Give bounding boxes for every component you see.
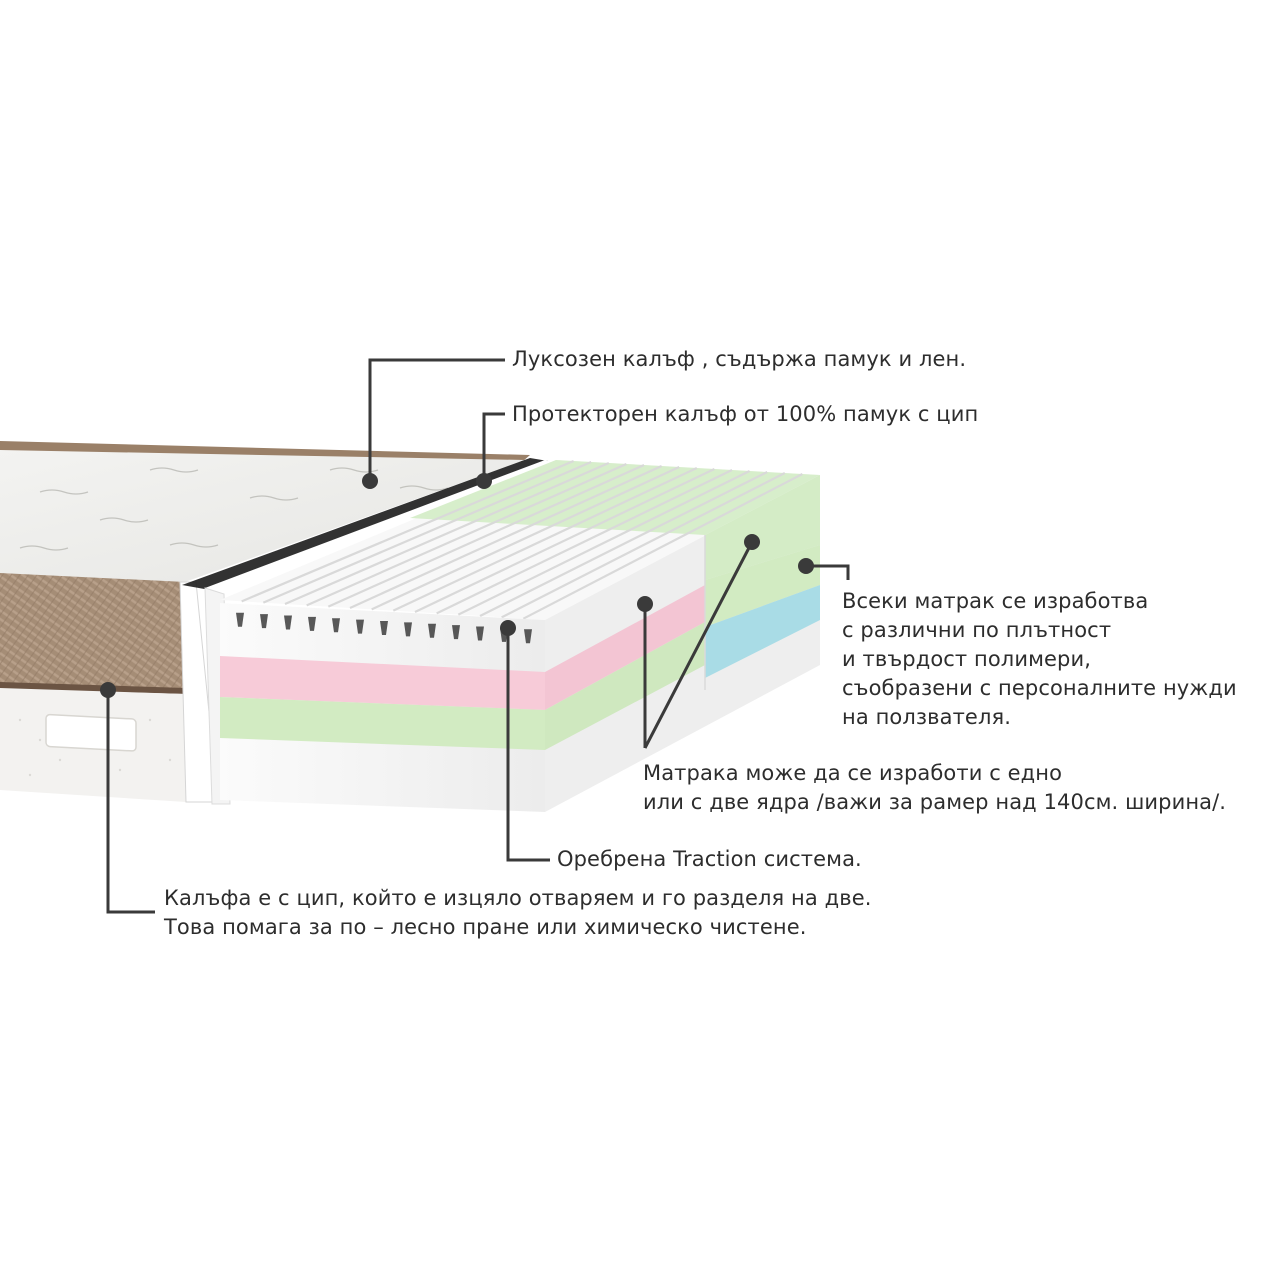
- callout-zipper-line1: Калъфа е с цип, който е изцяло отваряем …: [164, 886, 872, 910]
- foam-rib: [284, 461, 610, 606]
- callout-cores-line1: Матрака може да се изработи с едно: [643, 761, 1063, 785]
- leader-zipper: [106, 690, 155, 914]
- foam-rib: [501, 472, 786, 619]
- traction-notch: [260, 614, 268, 629]
- traction-notch: [284, 615, 292, 630]
- dot-cores-a: [637, 596, 653, 612]
- traction-notch: [380, 621, 388, 635]
- foam-rib: [327, 463, 645, 608]
- leader-polymers: [806, 564, 850, 580]
- traction-notch: [476, 626, 484, 641]
- foam-rib: [414, 468, 715, 613]
- callout-polymers-line5: на ползвателя.: [842, 705, 1011, 729]
- traction-notch: [452, 625, 460, 640]
- outer-cover: [0, 441, 560, 805]
- foam-rib: [306, 462, 627, 607]
- dot-traction: [500, 620, 516, 636]
- dot-cores-b: [744, 534, 760, 550]
- callout-protector-cover: Протекторен калъф от 100% памук с цип: [512, 402, 979, 426]
- foam-rib: [436, 469, 733, 615]
- dot-zipper: [100, 682, 116, 698]
- leader-dots: [100, 473, 814, 698]
- traction-notch: [308, 616, 316, 631]
- callout-zipper-line2: Това помага за по – лесно пране или хими…: [164, 915, 807, 939]
- traction-notch: [404, 622, 412, 637]
- callout-polymers-line1: Всеки матрак се изработва: [842, 589, 1149, 613]
- leader-traction: [506, 628, 550, 862]
- callout-cores-line2: или с две ядра /важи за рамер над 140см.…: [643, 790, 1227, 814]
- traction-notch: [428, 623, 436, 638]
- leader-luxury-cover: [368, 358, 505, 481]
- foam-rib: [392, 467, 698, 612]
- callout-polymers-line4: съобразени с персоналните нужди: [842, 676, 1237, 700]
- traction-notch: [524, 629, 532, 644]
- foam-rib: [241, 459, 575, 603]
- foam-core: [220, 459, 820, 812]
- dot-protector-cover: [476, 473, 492, 489]
- traction-notch: [236, 612, 244, 627]
- callout-luxury-cover: Луксозен калъф , съдържа памук и лен.: [512, 347, 967, 371]
- leader-protector-cover: [482, 412, 505, 481]
- foam-rib: [479, 471, 768, 617]
- foam-rib: [349, 464, 663, 610]
- leader-lines: [106, 358, 850, 914]
- traction-notch: [356, 619, 364, 634]
- leader-cores-2: [643, 541, 754, 749]
- foam-rib: [522, 473, 803, 620]
- callout-polymers-line3: и твърдост полимери,: [842, 647, 1091, 671]
- traction-notch: [332, 618, 340, 633]
- callout-polymers-line2: с различни по плътност: [842, 618, 1112, 642]
- foam-rib: [457, 470, 751, 616]
- callout-traction: Оребрена Traction система.: [557, 847, 862, 871]
- dot-luxury-cover: [362, 473, 378, 489]
- foam-rib: [262, 460, 592, 604]
- dot-polymers: [798, 558, 814, 574]
- foam-rib: [371, 466, 680, 611]
